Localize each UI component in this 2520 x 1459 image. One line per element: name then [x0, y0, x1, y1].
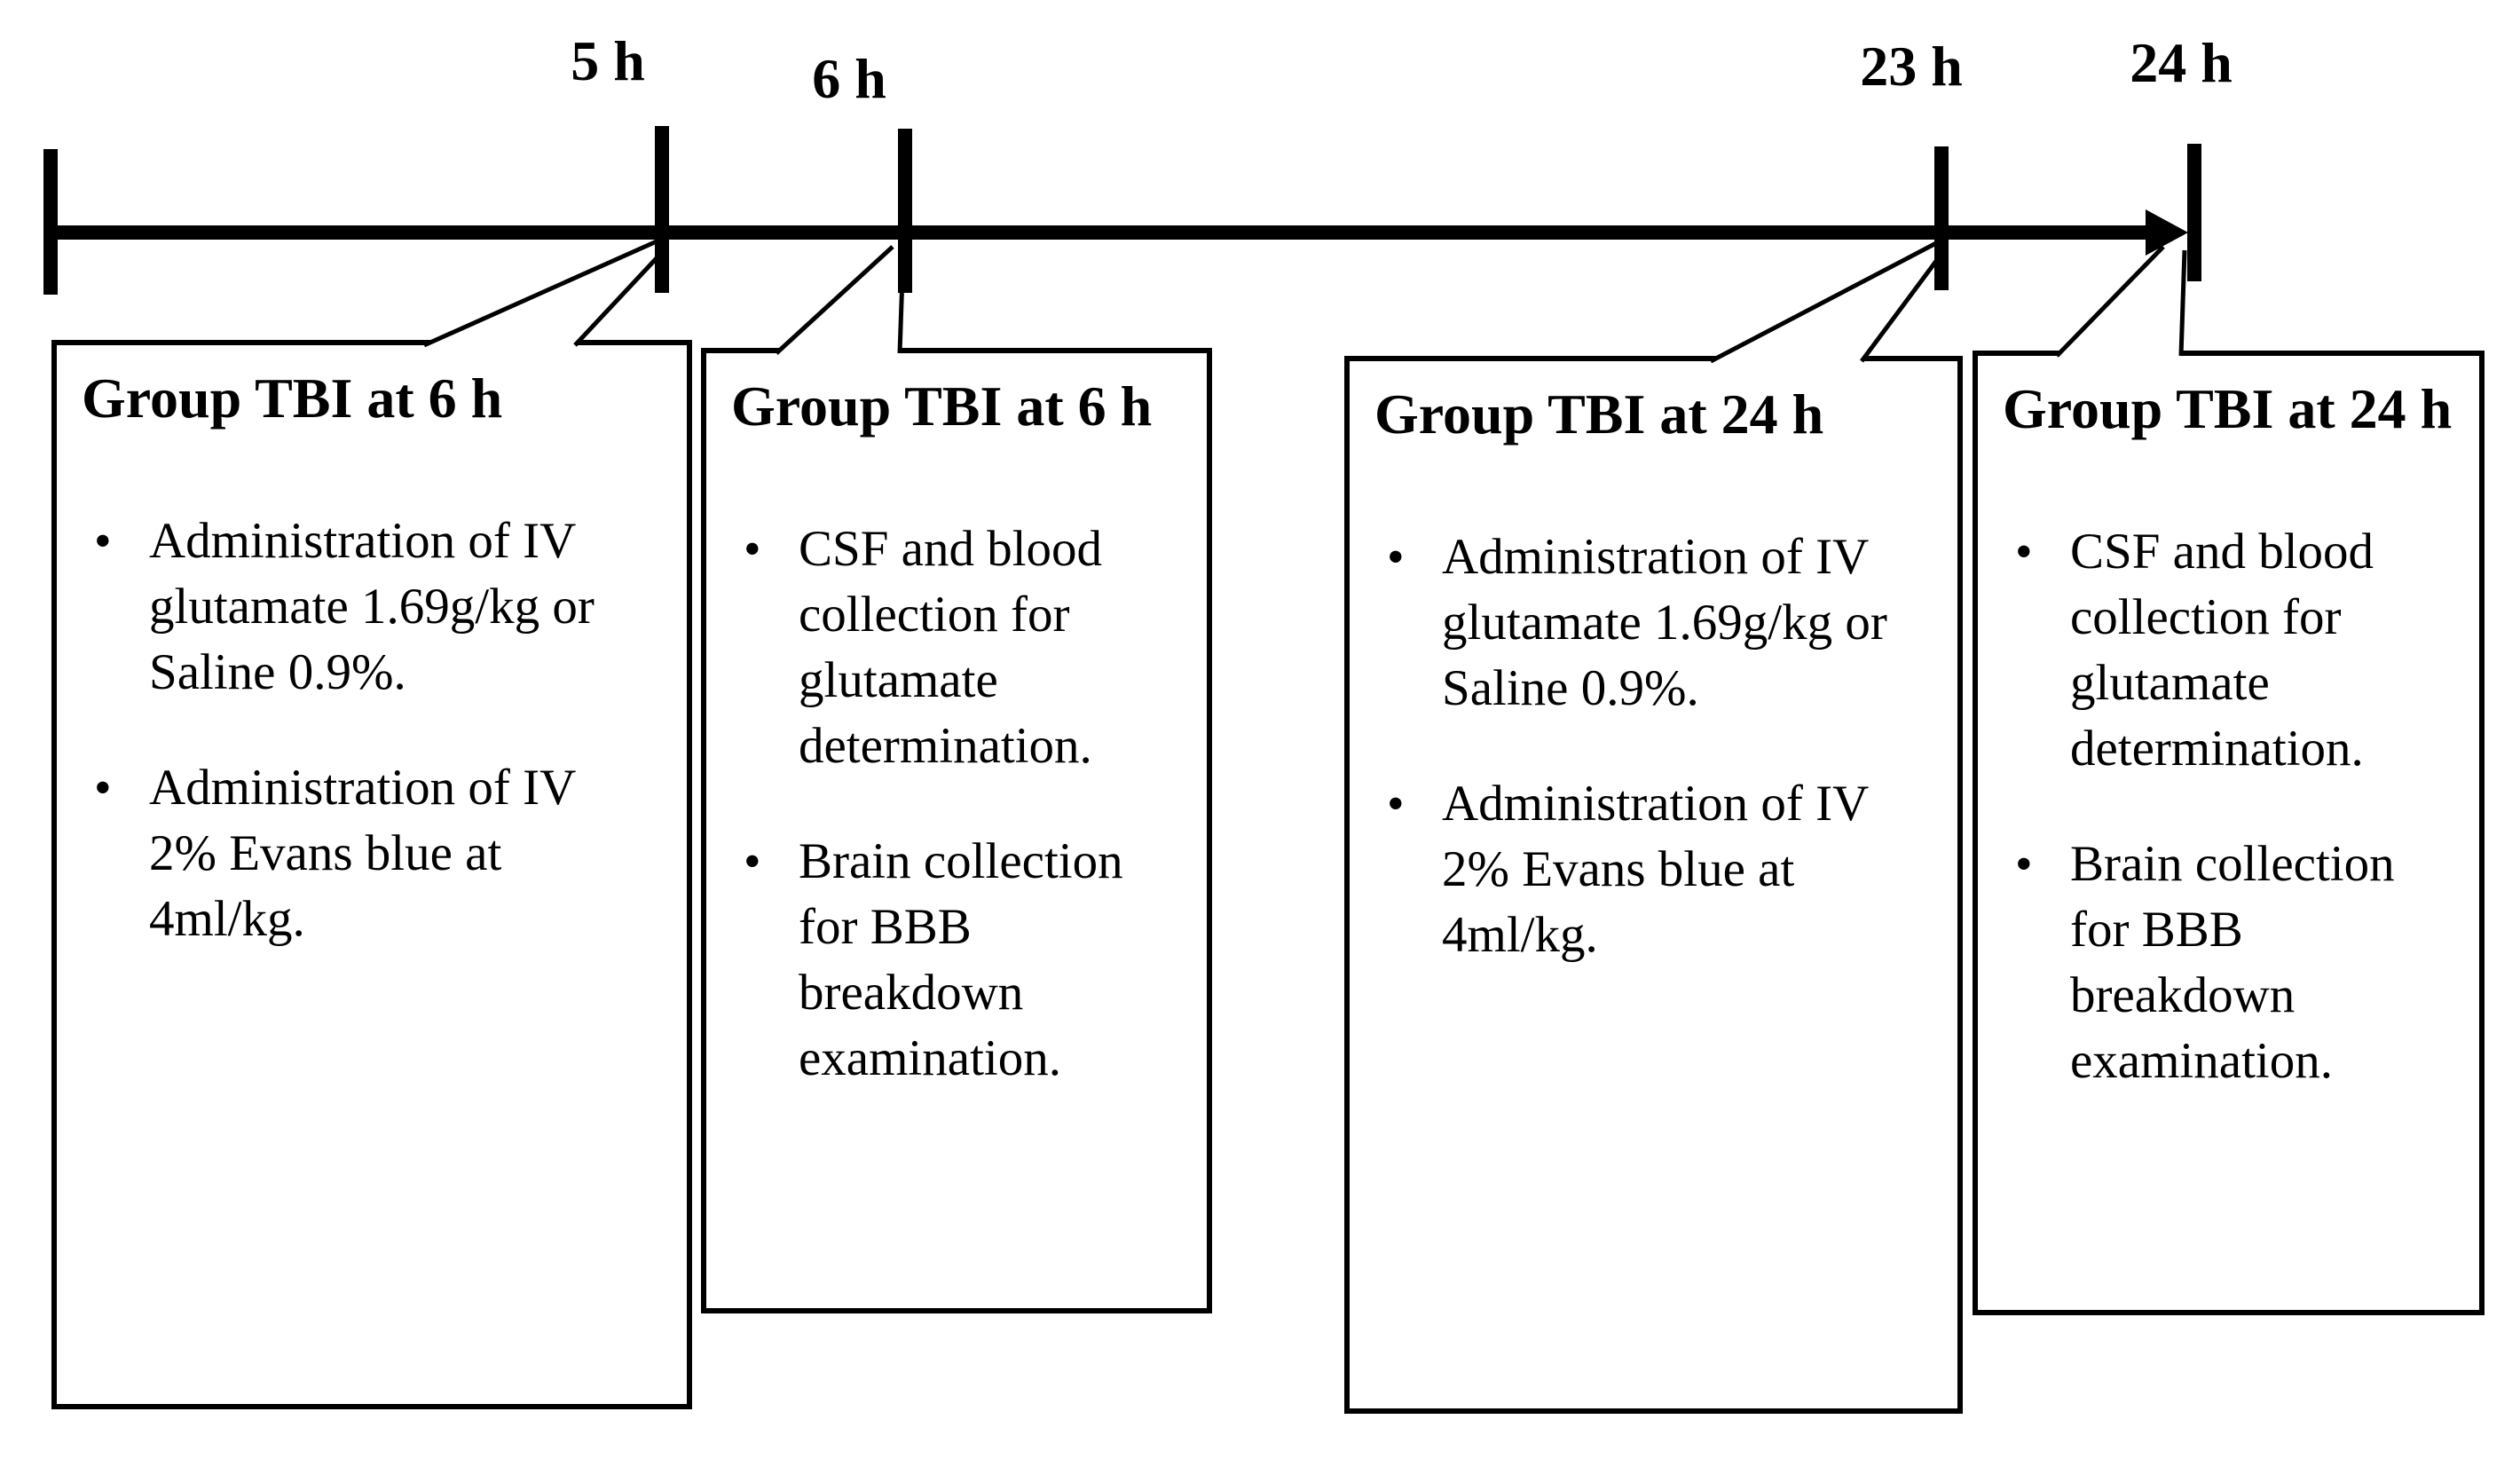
bullet-list: • Administration of IV glutamate 1.69g/k… — [57, 509, 687, 952]
callout-box-collection-24h: Group TBI at 24 h • CSF and blood collec… — [1973, 351, 2485, 1315]
bullet-list: • Administration of IV glutamate 1.69g/k… — [1350, 524, 1957, 968]
callout-pointer-3 — [1709, 241, 1949, 364]
tick-5h — [655, 126, 669, 293]
list-item: • Brain collection for BBB breakdown exa… — [2015, 832, 2458, 1094]
list-item: • Brain collection for BBB breakdown exa… — [744, 829, 1185, 1092]
box-title: Group TBI at 6 h — [82, 367, 503, 430]
box-title: Group TBI at 6 h — [731, 375, 1153, 438]
bullet-icon: • — [2015, 524, 2033, 580]
bullet-icon: • — [94, 514, 112, 569]
tick-23h — [1934, 146, 1949, 290]
bullet-icon: • — [744, 834, 761, 889]
tick-start — [43, 149, 58, 295]
list-item: • CSF and blood collection for glutamate… — [744, 517, 1185, 779]
bullet-text: Brain collection for BBB breakdown exami… — [799, 833, 1123, 1086]
bullet-text: Administration of IV 2% Evans blue at 4m… — [1442, 776, 1870, 963]
bullet-icon: • — [1387, 530, 1405, 585]
bullet-text: Brain collection for BBB breakdown exami… — [2070, 836, 2395, 1089]
callout-box-injection-24h: Group TBI at 24 h • Administration of IV… — [1344, 356, 1963, 1414]
bullet-icon: • — [1387, 777, 1405, 832]
time-label-23h: 23 h — [1860, 35, 1963, 98]
box-title: Group TBI at 24 h — [2003, 377, 2453, 440]
callout-pointer-2 — [775, 245, 906, 355]
callout-pointer-4 — [2055, 245, 2187, 358]
time-label-6h: 6 h — [812, 47, 886, 110]
arrowhead-icon — [2146, 209, 2188, 256]
bullet-text: CSF and blood collection for glutamate d… — [799, 521, 1103, 774]
list-item: • Administration of IV glutamate 1.69g/k… — [1387, 524, 1936, 722]
bullet-text: Administration of IV 2% Evans blue at 4m… — [149, 760, 577, 947]
callout-box-collection-6h: Group TBI at 6 h • CSF and blood collect… — [701, 348, 1212, 1313]
list-item: • Administration of IV 2% Evans blue at … — [1387, 771, 1936, 968]
box-title: Group TBI at 24 h — [1374, 382, 1824, 446]
callout-pointer-1 — [422, 239, 669, 348]
callout-box-injection-6h: Group TBI at 6 h • Administration of IV … — [51, 340, 692, 1409]
time-label-24h: 24 h — [2130, 31, 2233, 94]
list-item: • Administration of IV glutamate 1.69g/k… — [94, 509, 665, 706]
list-item: • CSF and blood collection for glutamate… — [2015, 519, 2458, 782]
bullet-text: Administration of IV glutamate 1.69g/kg … — [1442, 529, 1887, 716]
tick-24h — [2187, 144, 2201, 281]
bullet-icon: • — [2015, 837, 2033, 892]
bullet-text: Administration of IV glutamate 1.69g/kg … — [149, 513, 595, 700]
bullet-icon: • — [744, 522, 761, 577]
timeline-axis — [51, 225, 2167, 240]
tick-6h — [898, 129, 912, 293]
list-item: • Administration of IV 2% Evans blue at … — [94, 755, 665, 952]
bullet-icon: • — [94, 761, 112, 816]
time-label-5h: 5 h — [571, 29, 645, 92]
bullet-list: • CSF and blood collection for glutamate… — [1978, 519, 2479, 1094]
bullet-text: CSF and blood collection for glutamate d… — [2070, 524, 2374, 777]
bullet-list: • CSF and blood collection for glutamate… — [706, 517, 1207, 1092]
